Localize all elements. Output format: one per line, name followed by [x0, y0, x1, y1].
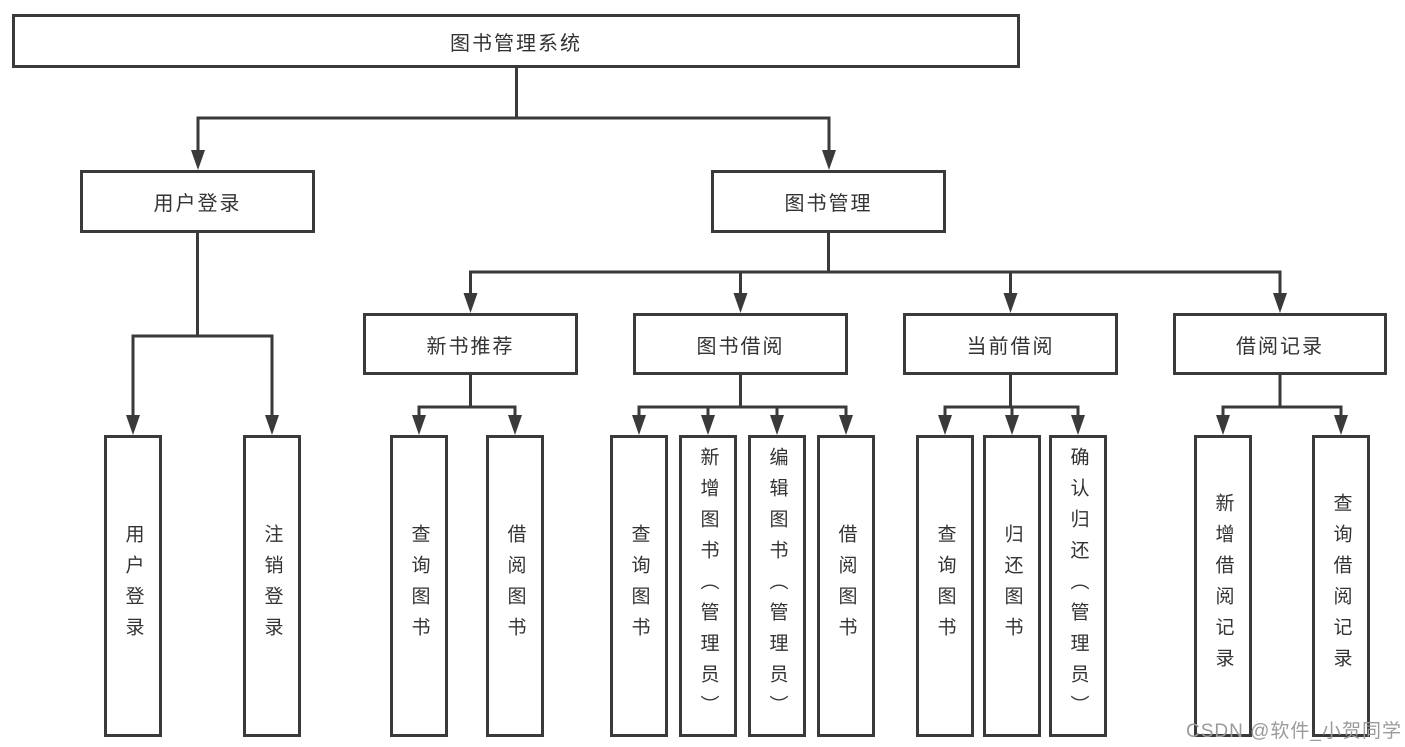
leaf-edit-book-admin-label: 编辑图书（管理员） — [766, 446, 788, 726]
node-current-borrow: 当前借阅 — [903, 313, 1118, 375]
leaf-return-book: 归还图书 — [983, 435, 1041, 737]
leaf-add-book-admin: 新增图书（管理员） — [679, 435, 737, 737]
leaf-logout-label: 注销登录 — [261, 524, 283, 648]
node-root: 图书管理系统 — [12, 14, 1020, 68]
leaf-query-books-current: 查询图书 — [916, 435, 974, 737]
node-book-management: 图书管理 — [711, 170, 946, 233]
leaf-query-borrow-record-label: 查询借阅记录 — [1330, 493, 1352, 679]
leaf-user-login-label: 用户登录 — [122, 524, 144, 648]
leaf-borrow-books-recommend-label: 借阅图书 — [504, 524, 526, 648]
node-borrow-records-label: 借阅记录 — [1236, 335, 1324, 358]
leaf-query-books-borrow: 查询图书 — [610, 435, 668, 737]
node-current-borrow-label: 当前借阅 — [966, 335, 1055, 358]
node-root-label: 图书管理系统 — [450, 32, 582, 55]
node-new-book-recommend: 新书推荐 — [363, 313, 578, 375]
leaf-query-books-recommend-label: 查询图书 — [408, 524, 430, 648]
node-borrow-records: 借阅记录 — [1173, 313, 1387, 375]
leaf-logout: 注销登录 — [243, 435, 301, 737]
leaf-confirm-return-admin: 确认归还（管理员） — [1049, 435, 1107, 737]
node-user-login-label: 用户登录 — [153, 193, 242, 215]
node-user-login: 用户登录 — [80, 170, 315, 233]
leaf-add-book-admin-label: 新增图书（管理员） — [697, 446, 719, 726]
leaf-borrow-books-recommend: 借阅图书 — [486, 435, 544, 737]
watermark: CSDN @软件_小贺同学 — [1186, 721, 1402, 742]
leaf-query-books-borrow-label: 查询图书 — [628, 524, 650, 648]
leaf-edit-book-admin: 编辑图书（管理员） — [748, 435, 806, 737]
node-book-borrow-label: 图书借阅 — [696, 335, 785, 358]
leaf-query-books-recommend: 查询图书 — [390, 435, 448, 737]
leaf-borrow-books-borrow-label: 借阅图书 — [835, 524, 857, 648]
leaf-query-books-current-label: 查询图书 — [934, 524, 956, 648]
leaf-add-borrow-record: 新增借阅记录 — [1194, 435, 1252, 737]
leaf-add-borrow-record-label: 新增借阅记录 — [1212, 493, 1234, 679]
arrowheads — [126, 150, 1348, 435]
node-book-borrow: 图书借阅 — [633, 313, 848, 375]
leaf-return-book-label: 归还图书 — [1001, 524, 1023, 648]
leaf-query-borrow-record: 查询借阅记录 — [1312, 435, 1370, 737]
node-new-book-recommend-label: 新书推荐 — [426, 335, 515, 358]
leaf-borrow-books-borrow: 借阅图书 — [817, 435, 875, 737]
leaf-confirm-return-admin-label: 确认归还（管理员） — [1067, 446, 1089, 726]
leaf-user-login: 用户登录 — [104, 435, 162, 737]
node-book-management-label: 图书管理 — [784, 193, 873, 215]
